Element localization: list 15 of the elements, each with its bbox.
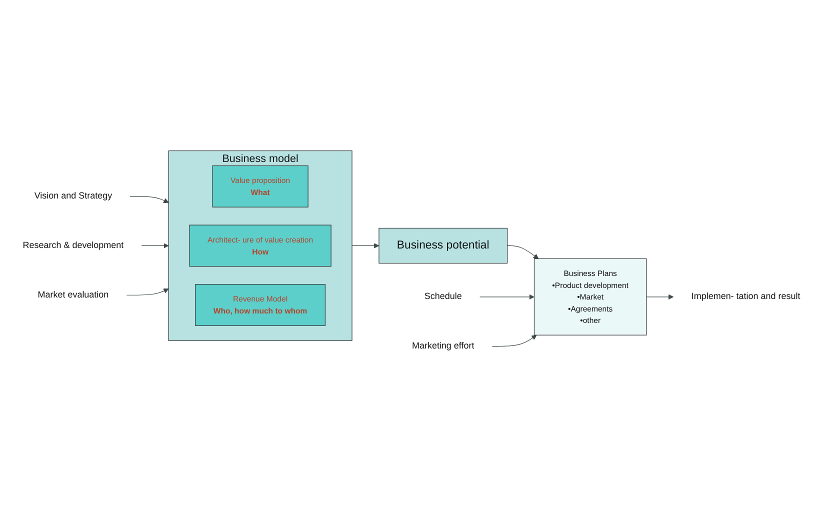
node-text: Implemen- tation and result <box>691 290 800 302</box>
node-text: Market evaluation <box>38 289 109 300</box>
arrow <box>130 196 169 203</box>
arrow <box>506 245 539 259</box>
arrow <box>480 294 534 300</box>
arrow <box>141 242 169 248</box>
node-text: Vision and Strategy <box>34 190 112 201</box>
arrow <box>492 334 537 346</box>
arrow <box>126 288 169 295</box>
node-box: Business potential <box>378 227 508 264</box>
arrow <box>352 242 380 248</box>
node-text: Research & development <box>22 240 124 250</box>
arrow <box>646 294 674 300</box>
node-text: Schedule <box>424 290 462 302</box>
node-text: Marketing effort <box>412 340 474 351</box>
